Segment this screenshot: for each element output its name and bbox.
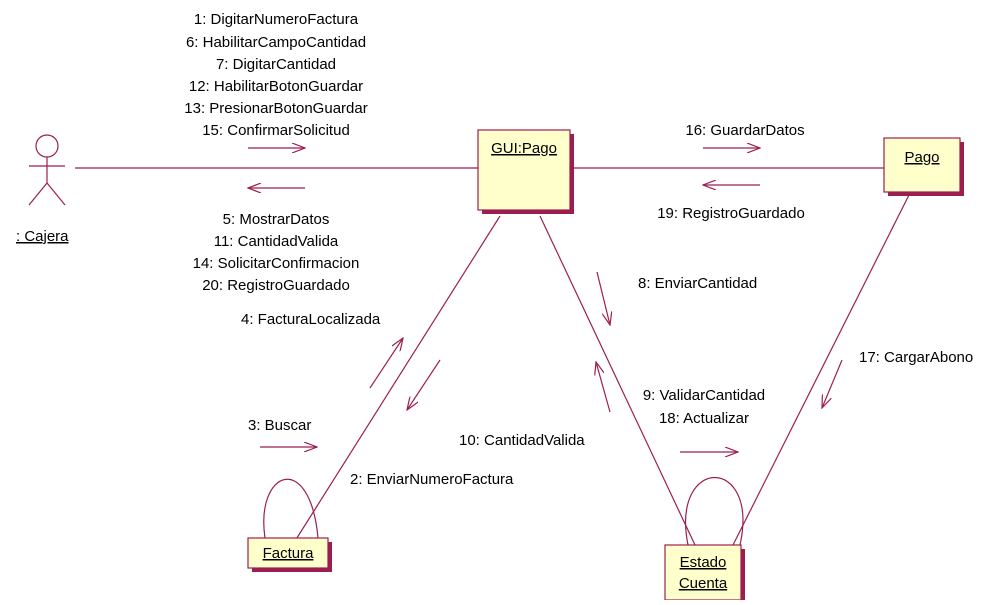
message-gui-to-pago: 16: GuardarDatos <box>685 122 804 139</box>
messages-cajera-to-gui: 1: DigitarNumeroFactura 6: HabilitarCamp… <box>184 11 367 139</box>
message-gui-to-factura: 2: EnviarNumeroFactura <box>350 471 514 488</box>
object-estado-cuenta-label-2: Cuenta <box>679 575 728 592</box>
link-pago-estado <box>732 192 911 546</box>
self-link-factura <box>263 478 319 539</box>
object-estado-cuenta: Estado Cuenta <box>664 544 745 601</box>
message-gui-to-estado: 8: EnviarCantidad <box>638 275 757 292</box>
message-factura-self: 3: Buscar <box>248 417 311 434</box>
message-label: 7: DigitarCantidad <box>216 56 336 73</box>
arrow-estado-to-gui <box>596 362 611 413</box>
self-link-estado <box>685 477 744 546</box>
message-label: 1: DigitarNumeroFactura <box>194 11 359 28</box>
message-estado-to-gui: 10: CantidadValida <box>459 432 585 449</box>
object-gui-pago: GUI:Pago <box>477 129 574 214</box>
object-gui-pago-label: GUI:Pago <box>491 140 557 157</box>
message-label: 20: RegistroGuardado <box>202 277 350 294</box>
object-factura-label: Factura <box>263 545 315 562</box>
message-estado-self-2: 18: Actualizar <box>659 410 749 427</box>
link-gui-factura <box>294 215 501 542</box>
message-pago-to-estado: 17: CargarAbono <box>859 349 973 366</box>
message-label: 12: HabilitarBotonGuardar <box>189 78 363 95</box>
stick-figure-icon <box>28 134 66 206</box>
object-estado-cuenta-label-1: Estado <box>680 554 727 571</box>
arrow-pago-to-estado <box>822 359 843 408</box>
message-label: 6: HabilitarCampoCantidad <box>186 34 366 51</box>
message-label: 14: SolicitarConfirmacion <box>193 255 360 272</box>
object-pago: Pago <box>883 137 964 196</box>
message-label: 5: MostrarDatos <box>223 211 330 228</box>
object-pago-label: Pago <box>904 149 939 166</box>
message-estado-self-1: 9: ValidarCantidad <box>643 387 765 404</box>
arrow-gui-to-estado <box>596 271 610 325</box>
message-label: 15: ConfirmarSolicitud <box>202 122 350 139</box>
arrow-gui-to-factura <box>407 359 441 410</box>
object-factura: Factura <box>247 537 332 572</box>
link-gui-estado <box>539 215 696 546</box>
message-pago-to-gui: 19: RegistroGuardado <box>657 205 805 222</box>
actor-label: : Cajera <box>16 228 69 245</box>
message-label: 11: CantidadValida <box>214 233 339 250</box>
arrow-factura-to-gui <box>369 338 403 389</box>
messages-gui-to-cajera: 5: MostrarDatos 11: CantidadValida 14: S… <box>193 211 360 294</box>
message-factura-to-gui: 4: FacturaLocalizada <box>241 311 381 328</box>
message-label: 13: PresionarBotonGuardar <box>184 100 367 117</box>
